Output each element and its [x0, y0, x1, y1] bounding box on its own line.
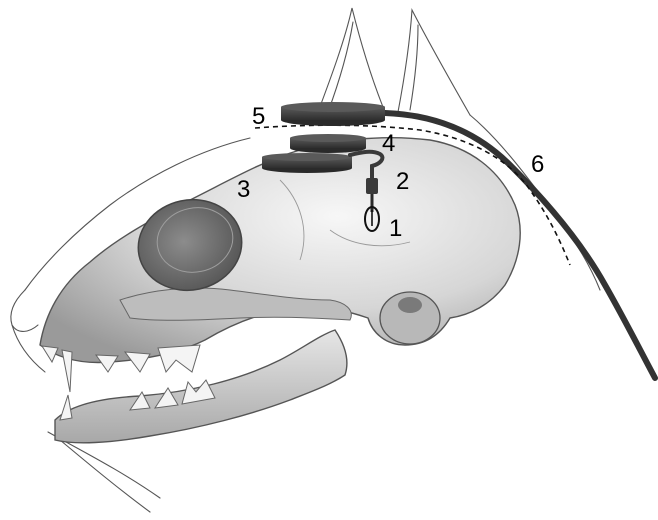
upper-canine [62, 350, 72, 392]
throat-sketch [60, 440, 150, 512]
anchor-base-3-top [262, 153, 352, 161]
lower-canine [60, 395, 72, 420]
pedestal-disc-4-top [290, 134, 366, 142]
whisker-pad-sketch [12, 325, 45, 372]
ear-right-sketch [398, 10, 470, 115]
callout-label-4: 4 [382, 130, 395, 157]
ear-right-inner-sketch [410, 25, 418, 110]
callout-label-1: 1 [389, 215, 402, 242]
cat-skull [40, 138, 520, 443]
connector-disc-5-top [281, 102, 385, 112]
callout-label-6: 6 [531, 151, 544, 178]
ear-left-inner-sketch [328, 22, 353, 112]
upper-carnassial [158, 345, 200, 372]
callout-label-3: 3 [237, 176, 250, 203]
upper-premolar-2 [125, 352, 150, 372]
ear-canal [398, 297, 422, 313]
ear-left-sketch [318, 8, 385, 112]
lead-connector-2 [366, 178, 378, 194]
nose-sketch [11, 290, 38, 331]
upper-incisors [42, 346, 58, 362]
upper-premolar-1 [96, 355, 118, 372]
callout-label-5: 5 [252, 103, 265, 130]
callout-label-2: 2 [396, 168, 409, 195]
